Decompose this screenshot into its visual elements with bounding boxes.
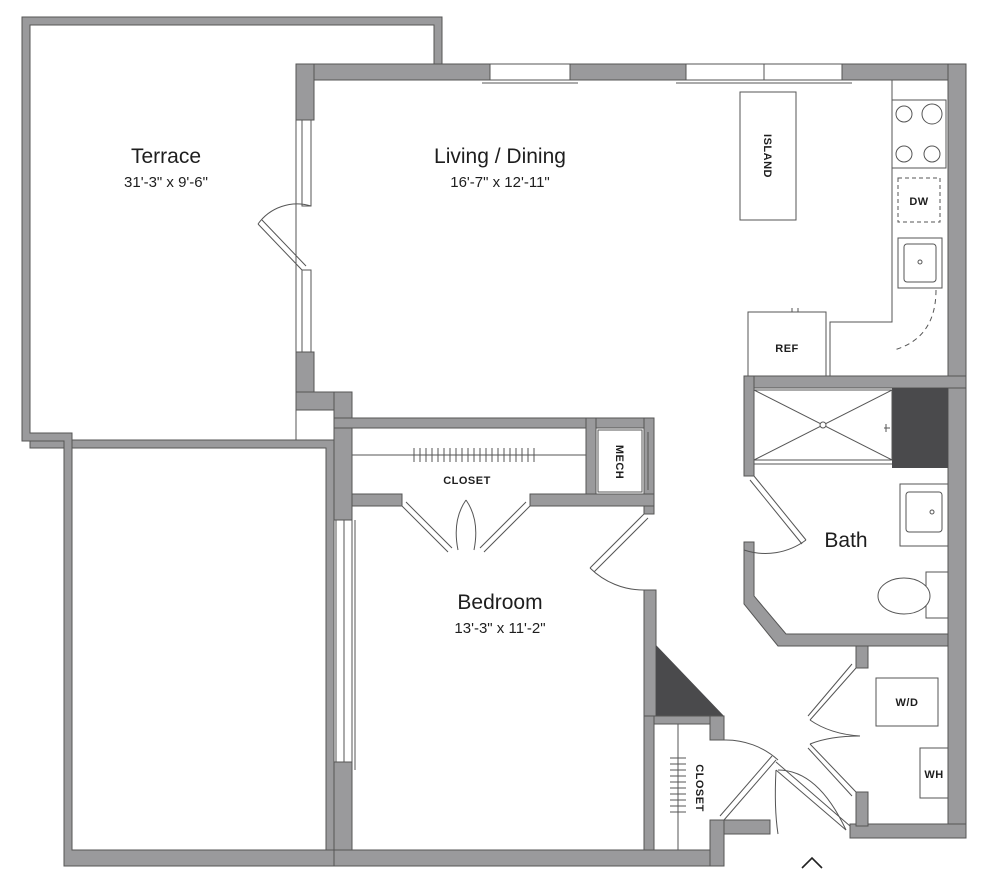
mech-label: MECH [613, 445, 625, 479]
hall-closet-label: CLOSET [693, 764, 705, 812]
exterior-walls [295, 63, 967, 867]
wd-label: W/D [896, 697, 919, 709]
bedroom-door [589, 513, 649, 591]
terrace-name: Terrace [131, 145, 201, 168]
island-label: ISLAND [761, 134, 773, 178]
bedroom-dims: 13'-3" x 11'-2" [454, 620, 545, 637]
terrace-dims: 31'-3" x 9'-6" [124, 174, 208, 191]
terrace-wall [21, 16, 443, 867]
living-name: Living / Dining [434, 145, 566, 168]
windows-top [482, 63, 852, 84]
hall-closet [653, 723, 779, 851]
bedroom-closet-label: CLOSET [443, 475, 491, 487]
kitchen [739, 80, 947, 377]
bath-fixtures [743, 389, 949, 619]
hall-closet-hangers [670, 757, 686, 813]
living-dims: 16'-7" x 12'-11" [450, 174, 550, 191]
bedroom-window [335, 519, 356, 770]
entry-door [774, 761, 851, 835]
mech-room [597, 429, 649, 493]
bedroom-closet [352, 448, 586, 553]
laundry [807, 663, 949, 799]
wh-label: WH [924, 769, 943, 781]
terrace-door [257, 119, 312, 353]
dw-label: DW [909, 196, 928, 208]
caret-up-icon [801, 856, 823, 869]
ref-label: REF [775, 343, 799, 355]
bath-name: Bath [824, 529, 867, 552]
closet-rod-hangers [413, 448, 535, 462]
bedroom-name: Bedroom [457, 591, 542, 614]
